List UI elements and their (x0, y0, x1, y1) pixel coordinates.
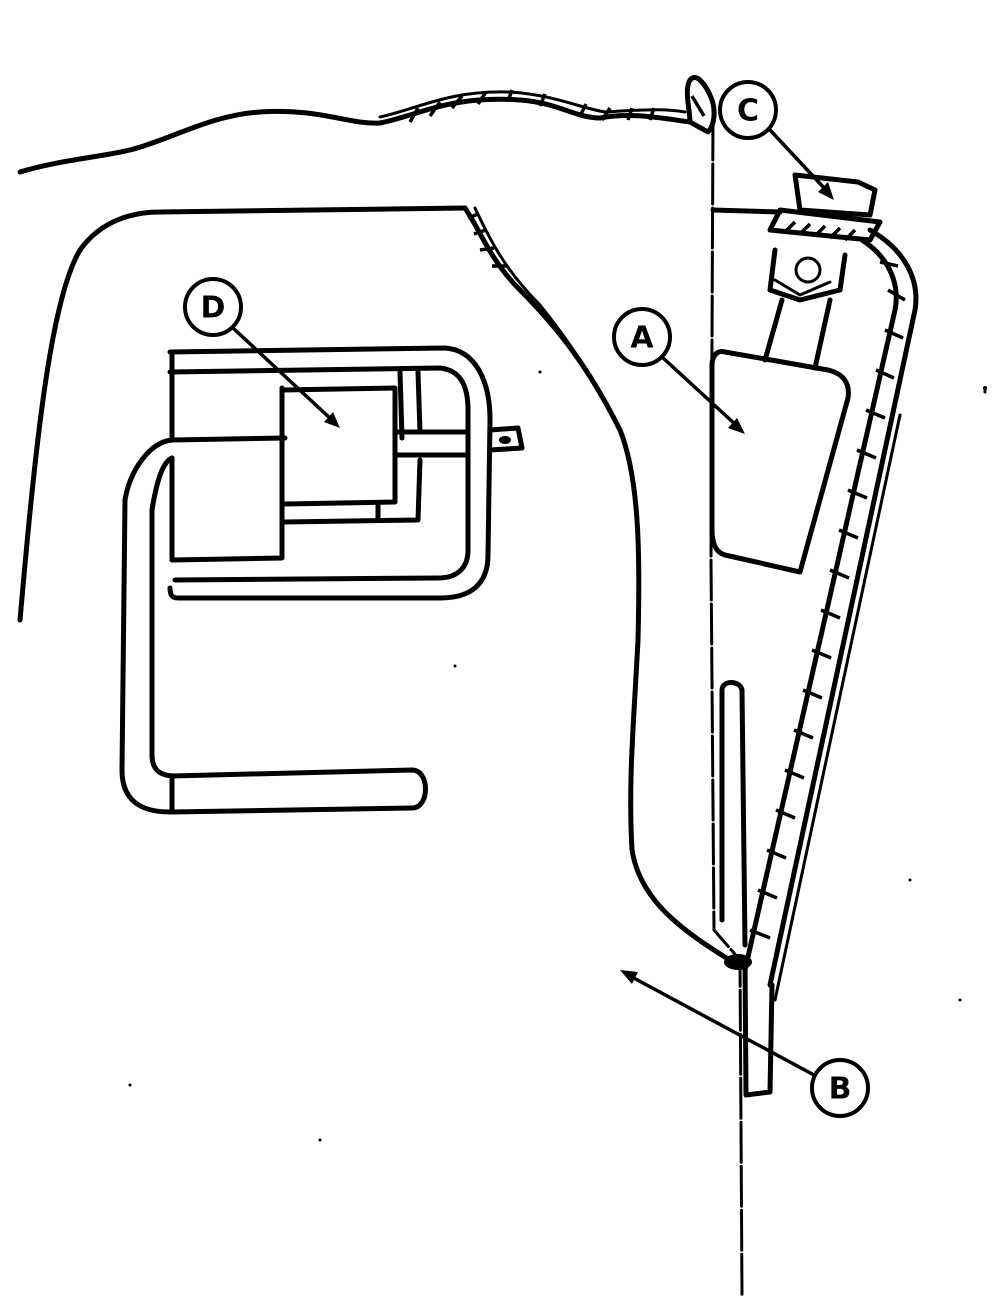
top-hatch-marks (408, 89, 656, 123)
callout-label-d: D (201, 291, 226, 326)
top-hatched-strip (378, 90, 687, 119)
inner-panel-outline (17, 205, 468, 623)
callout-d: D (183, 277, 340, 428)
flange-hatch (690, 95, 706, 117)
housing-inner-wall (742, 237, 899, 973)
housing-top-edge (710, 207, 783, 215)
block-a (709, 349, 851, 575)
panel-diagonal-edge (462, 205, 741, 968)
panel-hatch-marks (467, 212, 506, 268)
housing-outer-wall (767, 227, 919, 988)
panel-diagonal-edge-inner (473, 206, 582, 362)
callout-label-b: B (829, 1072, 852, 1107)
bolt-assembly (762, 172, 883, 371)
bottom-rod (742, 957, 775, 1098)
callout-a: A (612, 307, 745, 434)
lower-rod (719, 680, 748, 948)
bracket-assembly (119, 345, 525, 815)
speckles (128, 370, 987, 1142)
callout-label-a: A (630, 321, 654, 356)
housing-right-skin (773, 413, 902, 1002)
top-contour-line (17, 96, 693, 175)
weld-joint (724, 954, 752, 970)
callout-label-c: C (737, 94, 759, 129)
housing-hatch-marks (749, 260, 906, 940)
vertical-centerline (709, 118, 744, 1297)
top-flange (684, 75, 717, 135)
callout-b: B (620, 970, 870, 1118)
callout-c: C (718, 80, 834, 200)
